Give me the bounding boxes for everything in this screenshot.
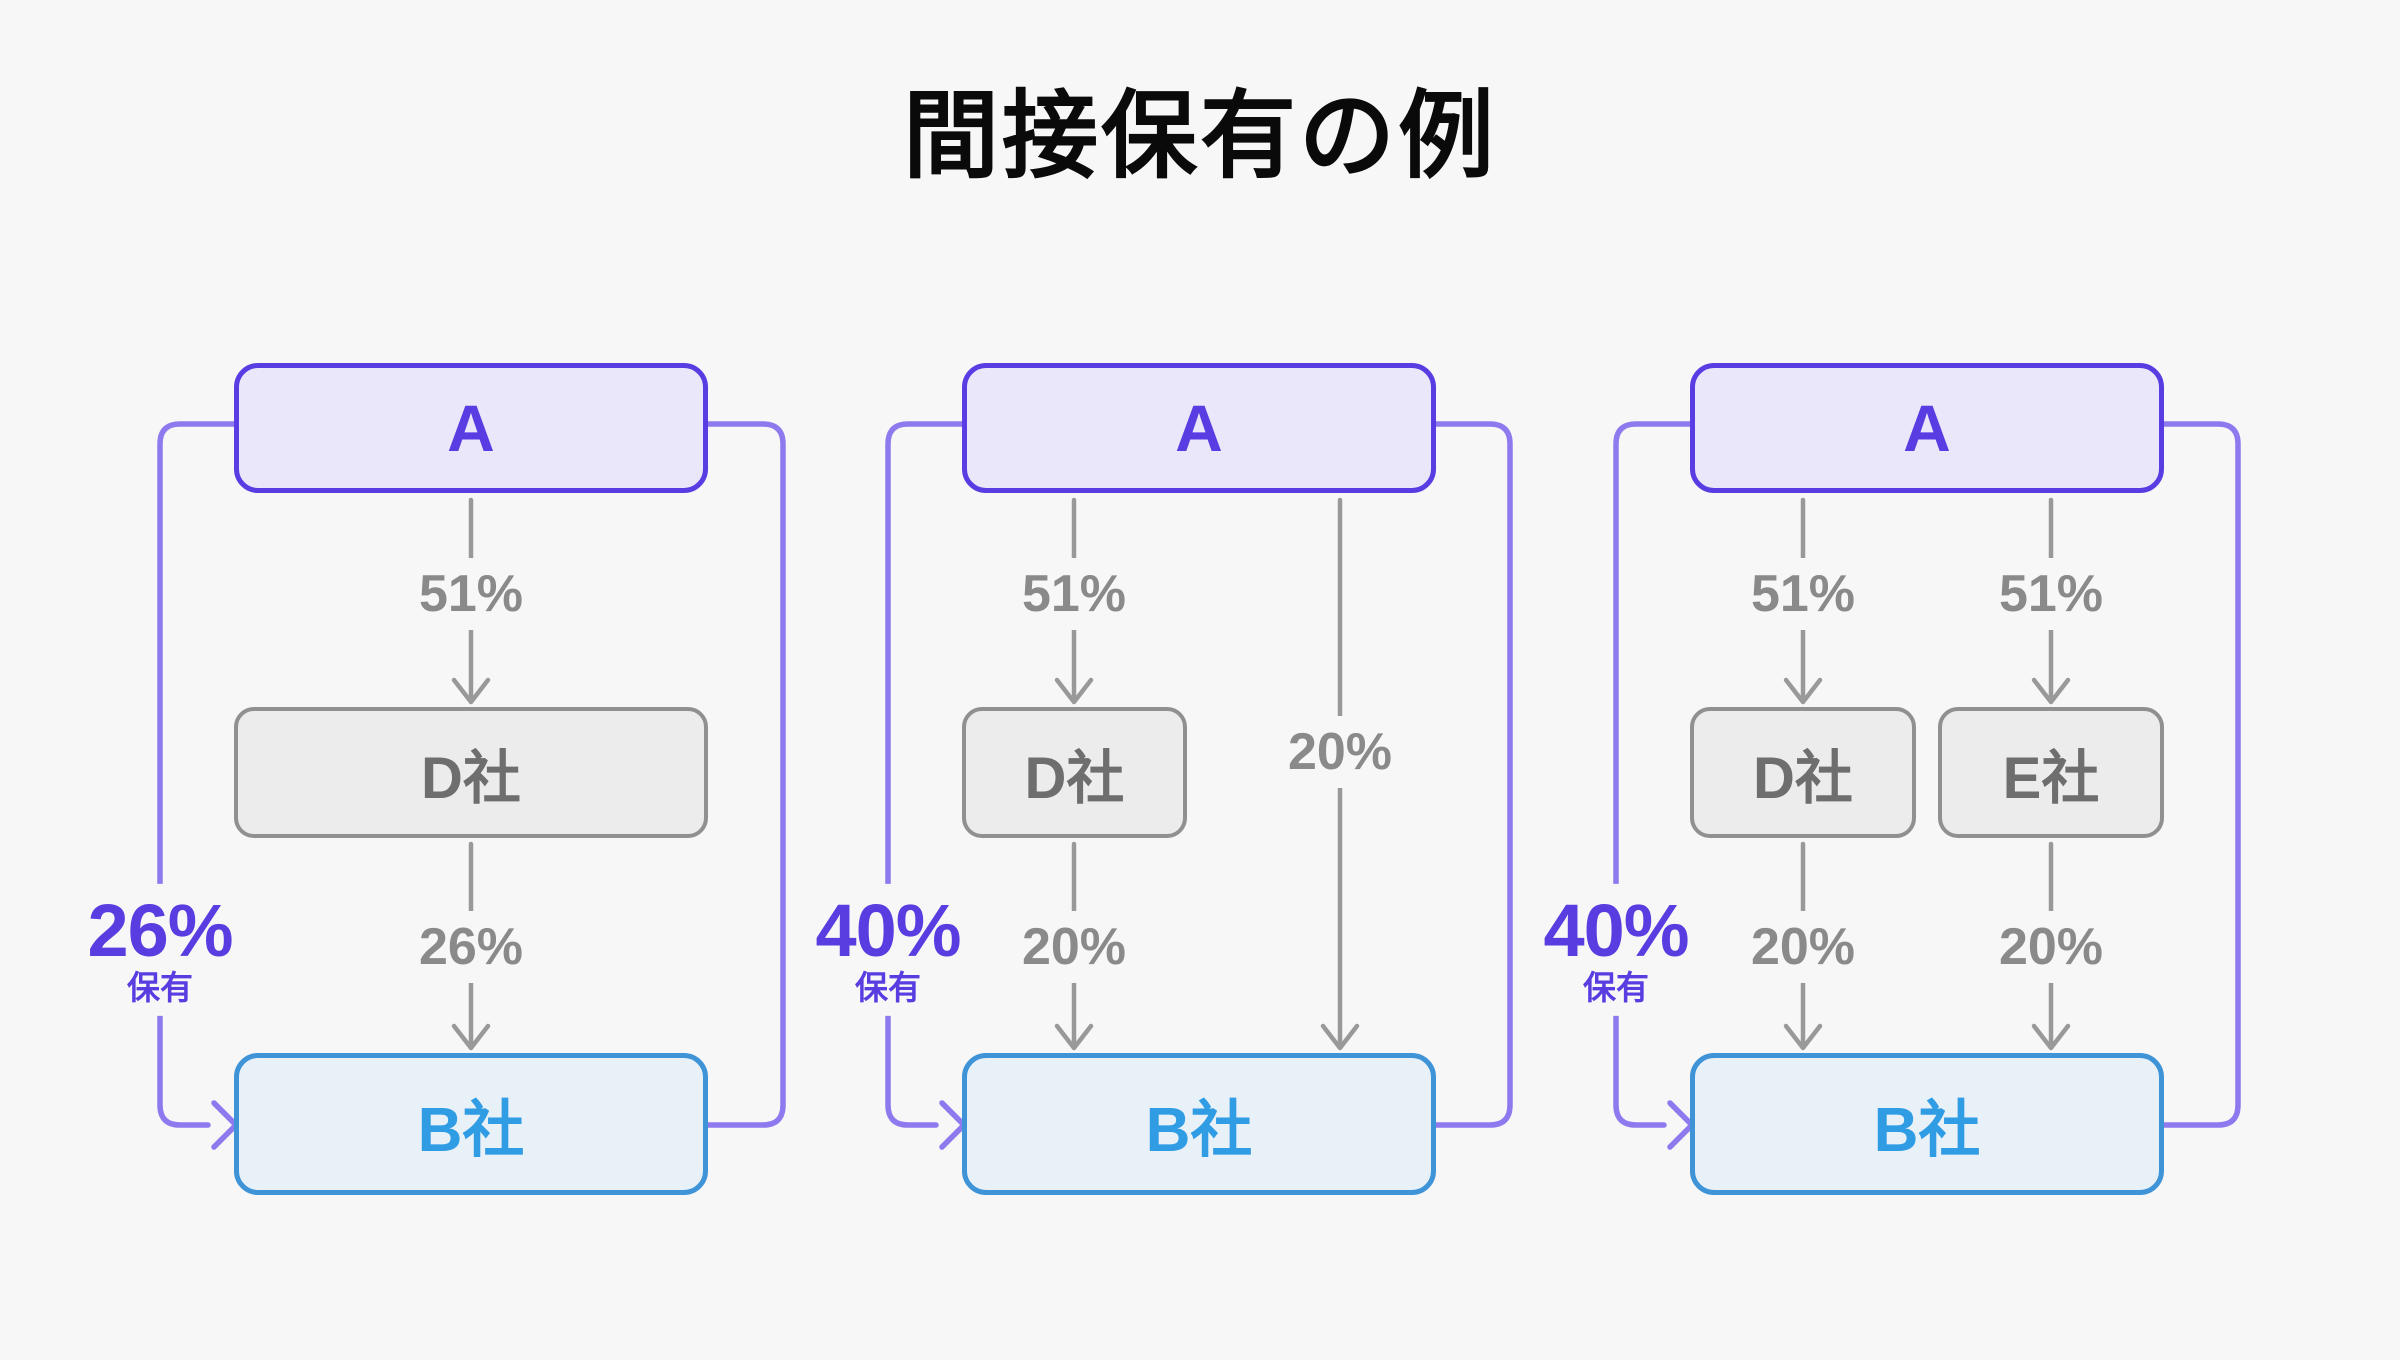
diagram3-holding-label: 40% 保有 xyxy=(1533,883,1699,1017)
diagram2-left-bracket-line xyxy=(885,421,965,1128)
diagram2-edge-a-b-arrowhead-icon xyxy=(1320,1023,1360,1051)
diagram1-edge-d-b-arrowhead-icon xyxy=(451,1023,491,1051)
diagram2-edge-d-b-percent: 20% xyxy=(1009,911,1139,983)
diagram3-left-bracket-arrowhead-icon xyxy=(1667,1100,1695,1150)
diagram1-edge-d-b-percent: 26% xyxy=(406,911,536,983)
diagram1-node-d-label: D社 xyxy=(421,745,521,811)
diagram3-edge-a-e-percent: 51% xyxy=(1986,558,2116,630)
diagram3-edge-a-e-arrowhead-icon xyxy=(2031,677,2071,705)
diagram2-edge-a-b-percent: 20% xyxy=(1275,716,1405,788)
diagram1-holding-suffix: 保有 xyxy=(126,968,193,1006)
diagram1-node-b-label: B社 xyxy=(417,1096,525,1165)
diagram3-right-bracket-line xyxy=(2161,421,2241,1128)
diagram2-edge-a-d-arrowhead-icon xyxy=(1054,677,1094,705)
diagram2-right-bracket-line xyxy=(1433,421,1513,1128)
diagram2-node-b-label: B社 xyxy=(1145,1096,1253,1165)
diagram2-node-a-label: A xyxy=(1175,391,1223,465)
diagram1-left-bracket-line xyxy=(157,421,237,1128)
diagram3-node-b-label: B社 xyxy=(1873,1096,1981,1165)
diagram1-node-b-box: B社 xyxy=(234,1053,708,1195)
diagram2-node-d-label: D社 xyxy=(1024,745,1125,811)
diagram3-holding-suffix: 保有 xyxy=(1582,968,1649,1006)
diagram3-edge-e-b-arrowhead-icon xyxy=(2031,1023,2071,1051)
page-title: 間接保有の例 xyxy=(903,83,1497,190)
diagram1-right-bracket-line xyxy=(705,421,786,1128)
diagram1-edge-a-d-arrowhead-icon xyxy=(451,677,491,705)
diagram1-node-a-box: A xyxy=(234,363,708,493)
diagram3-node-d-label: D社 xyxy=(1753,745,1853,811)
diagram2-edge-d-b-arrowhead-icon xyxy=(1054,1023,1094,1051)
diagram2-holding-suffix: 保有 xyxy=(854,968,921,1006)
diagram1-holding-percent: 26% xyxy=(87,888,233,972)
diagram3-edge-a-d-arrowhead-icon xyxy=(1783,677,1823,705)
diagram3-edge-d-b-arrowhead-icon xyxy=(1783,1023,1823,1051)
diagram3-edge-a-d-percent: 51% xyxy=(1738,558,1868,630)
diagram2-holding-label: 40% 保有 xyxy=(805,883,971,1017)
diagram3-node-b-box: B社 xyxy=(1690,1053,2164,1195)
diagram3-edge-d-b-percent: 20% xyxy=(1738,911,1868,983)
diagram3-left-bracket-line xyxy=(1613,421,1693,1128)
diagram3-edge-e-b-percent: 20% xyxy=(1986,911,2116,983)
diagram2-left-bracket-arrowhead-icon xyxy=(939,1100,967,1150)
diagram2-holding-percent: 40% xyxy=(815,888,961,972)
diagram2-node-b-box: B社 xyxy=(962,1053,1436,1195)
diagram1-left-bracket-arrowhead-icon xyxy=(211,1100,239,1150)
diagram3-holding-percent: 40% xyxy=(1543,888,1689,972)
diagram3-node-e-box: E社 xyxy=(1938,707,2164,838)
diagram3-node-e-label: E社 xyxy=(2002,745,2100,811)
diagram2-node-a-box: A xyxy=(962,363,1436,493)
diagram2-edge-a-d-percent: 51% xyxy=(1009,558,1139,630)
diagram3-node-a-box: A xyxy=(1690,363,2164,493)
diagram1-node-a-label: A xyxy=(447,391,495,465)
diagram2-node-d-box: D社 xyxy=(962,707,1187,838)
diagram1-edge-a-d-percent: 51% xyxy=(406,558,536,630)
diagram1-node-d-box: D社 xyxy=(234,707,708,838)
diagram1-holding-label: 26% 保有 xyxy=(77,883,243,1017)
diagram3-node-d-box: D社 xyxy=(1690,707,1916,838)
diagram3-node-a-label: A xyxy=(1903,391,1951,465)
